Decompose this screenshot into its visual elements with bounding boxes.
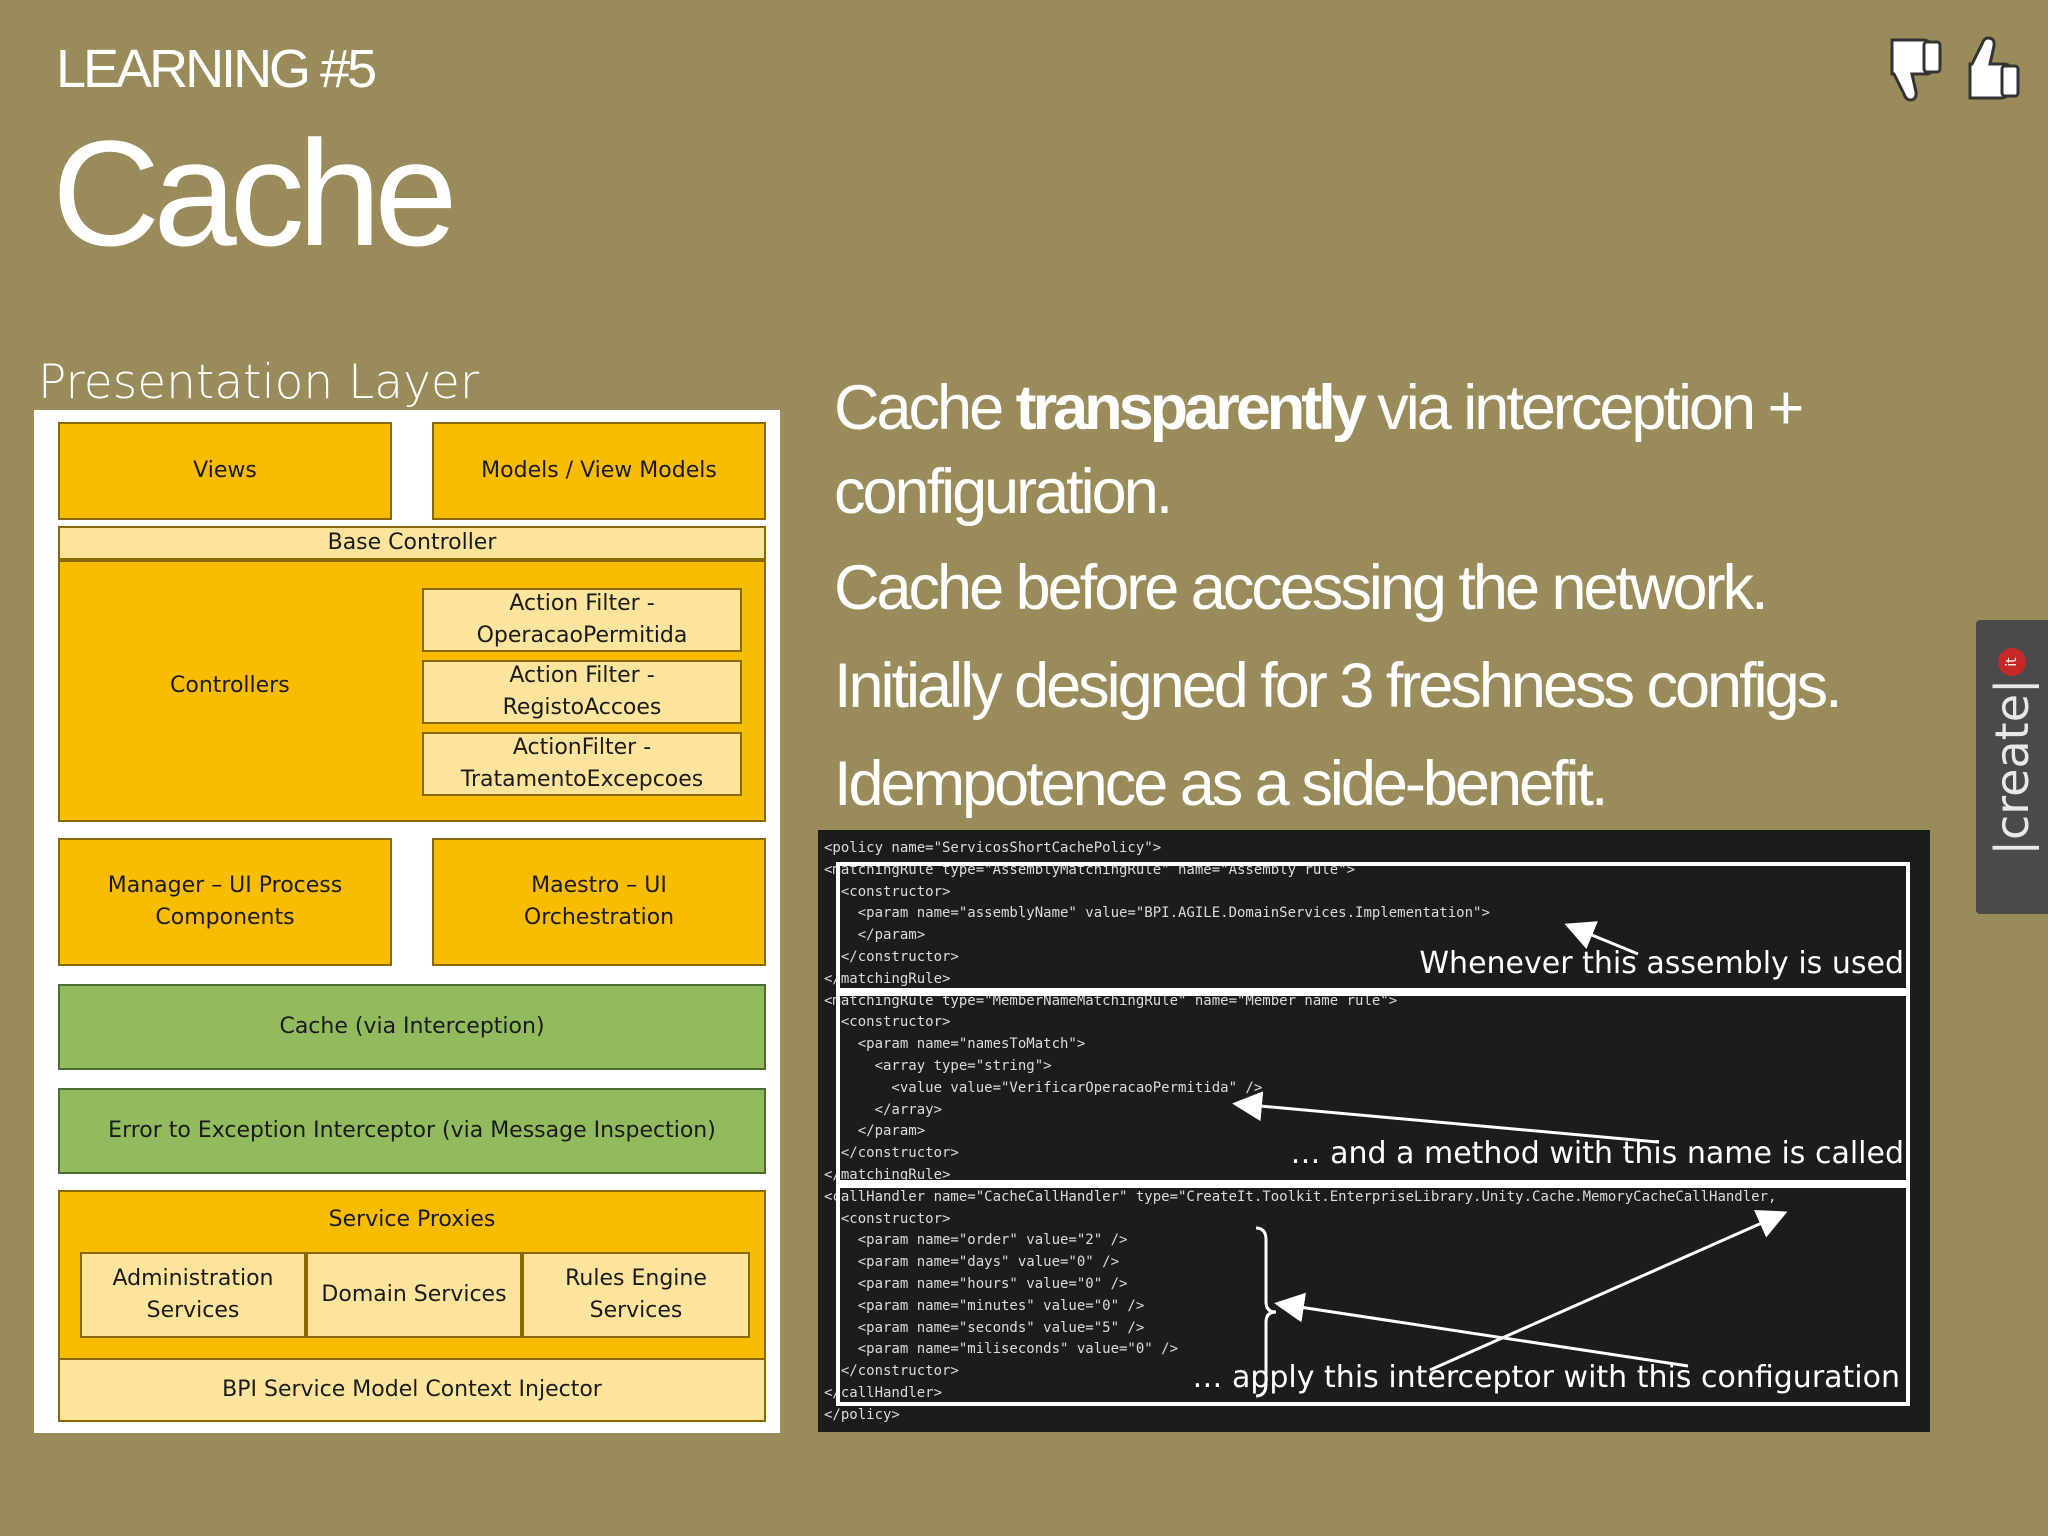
code-line: </param> bbox=[824, 1123, 926, 1140]
bullet-4: Idempotence as a side-benefit. bbox=[834, 749, 1609, 819]
code-line: </callHandler> bbox=[824, 1385, 943, 1401]
context-injector-box: BPI Service Model Context Injector bbox=[58, 1358, 766, 1422]
code-line: <constructor> bbox=[824, 1210, 951, 1227]
admin-line: Administration bbox=[112, 1266, 274, 1292]
code-line: </constructor> bbox=[824, 949, 959, 965]
error-interceptor-box: Error to Exception Interceptor (via Mess… bbox=[58, 1088, 766, 1174]
views-box: Views bbox=[58, 422, 392, 520]
models-box: Models / View Models bbox=[432, 422, 766, 520]
code-line: </matchingRule> bbox=[824, 1167, 951, 1183]
arrow-handler bbox=[1429, 1210, 1788, 1372]
create-it-side-tab[interactable]: it |create| bbox=[1976, 620, 2048, 914]
filter-line: OperacaoPermitida bbox=[476, 623, 688, 648]
code-line: <param name="days" value="0" /> bbox=[824, 1254, 1120, 1271]
filter-line: Action Filter - bbox=[509, 591, 655, 617]
code-line: </policy> bbox=[824, 1406, 900, 1423]
maestro-line: Maestro – UI bbox=[531, 873, 667, 899]
base-controller-box: Base Controller bbox=[58, 526, 766, 560]
code-line: </constructor> bbox=[824, 1363, 959, 1380]
rules-line: Services bbox=[589, 1298, 683, 1323]
presentation-layer-label: Presentation Layer bbox=[38, 355, 480, 410]
thumbs-up-icon[interactable] bbox=[1962, 30, 2024, 108]
side-tab-text: |create| bbox=[1985, 678, 2039, 856]
filter-line: RegistoAccoes bbox=[502, 695, 662, 720]
code-line: <param name="namesToMatch"> bbox=[824, 1036, 1086, 1053]
rules-line: Rules Engine bbox=[565, 1266, 707, 1292]
member-rule-frame bbox=[836, 992, 1910, 1184]
code-line: <param name="hours" value="0" /> bbox=[824, 1276, 1128, 1292]
code-line: <param name="assemblyName" value="BPI.AG… bbox=[824, 905, 1490, 922]
code-line: <param name="order" value="2" /> bbox=[824, 1232, 1128, 1249]
thumbs-down-icon[interactable] bbox=[1884, 30, 1946, 108]
maestro-line: Orchestration bbox=[523, 905, 675, 930]
filter-line: ActionFilter - bbox=[512, 735, 652, 761]
manager-box: Manager – UI Process Components bbox=[58, 838, 392, 966]
code-line: <param name="minutes" value="0" /> bbox=[824, 1297, 1145, 1314]
bullet-2: Cache before accessing the network. bbox=[834, 553, 1769, 623]
bullet-1: Cache transparently via interception + bbox=[834, 372, 1804, 444]
bullet-emphasis: transparently bbox=[1015, 373, 1367, 443]
controllers-label: Controllers bbox=[170, 673, 290, 698]
code-line: <callHandler name="CacheCallHandler" typ… bbox=[824, 1188, 1777, 1205]
code-line: <constructor> bbox=[824, 1014, 951, 1031]
annotation-arrows bbox=[1232, 921, 1788, 1398]
manager-line: Components bbox=[155, 905, 295, 930]
bullet-1-continued: configuration. bbox=[834, 457, 1173, 527]
arrow-method bbox=[1232, 1091, 1659, 1144]
call-handler-frame bbox=[836, 1184, 1910, 1406]
arrow-assembly bbox=[1564, 921, 1639, 956]
code-line: <policy name="ServicosShortCachePolicy"> bbox=[824, 840, 1162, 856]
filter-box-3: ActionFilter - TratamentoExcepcoes bbox=[422, 732, 742, 796]
assembly-rule-frame bbox=[836, 862, 1910, 992]
filter-line: Action Filter - bbox=[509, 663, 655, 689]
annotation-interceptor: … apply this interceptor with this confi… bbox=[1192, 1360, 1900, 1395]
cache-box: Cache (via Interception) bbox=[58, 984, 766, 1070]
config-code-panel: <policy name="ServicosShortCachePolicy">… bbox=[818, 830, 1930, 1432]
code-line: </array> bbox=[824, 1101, 943, 1118]
slide-kicker: LEARNING #5 bbox=[56, 39, 377, 99]
bullet-text: via interception + bbox=[1362, 373, 1804, 443]
code-line: <array type="string"> bbox=[824, 1058, 1052, 1074]
bullet-text: Cache bbox=[834, 373, 1016, 443]
admin-line: Services bbox=[146, 1298, 240, 1323]
filter-box-2: Action Filter - RegistoAccoes bbox=[422, 660, 742, 724]
filter-line: TratamentoExcepcoes bbox=[460, 767, 704, 792]
code-line: </constructor> bbox=[824, 1145, 959, 1162]
slide-title: Cache bbox=[52, 109, 458, 277]
code-line: <param name="miliseconds" value="0" /> bbox=[824, 1341, 1179, 1358]
service-proxies-label: Service Proxies bbox=[328, 1207, 496, 1232]
domain-services-box: Domain Services bbox=[306, 1252, 522, 1338]
code-line: </param> bbox=[824, 927, 926, 944]
annotation-assembly: Whenever this assembly is used bbox=[1419, 946, 1904, 981]
rules-engine-box: Rules Engine Services bbox=[522, 1252, 750, 1338]
maestro-box: Maestro – UI Orchestration bbox=[432, 838, 766, 966]
brace-params bbox=[1255, 1226, 1277, 1398]
code-line: <constructor> bbox=[824, 883, 951, 900]
code-line: <value value="VerificarOperacaoPermitida… bbox=[824, 1079, 1263, 1096]
bullet-3: Initially designed for 3 freshness confi… bbox=[834, 651, 1843, 721]
code-line: <param name="seconds" value="5" /> bbox=[824, 1319, 1145, 1336]
code-line: <matchingRule type="MemberNameMatchingRu… bbox=[824, 992, 1398, 1009]
createit-logo-badge: it bbox=[1998, 648, 2026, 676]
admin-services-box: Administration Services bbox=[80, 1252, 306, 1338]
code-line: </matchingRule> bbox=[824, 970, 951, 987]
annotation-method: … and a method with this name is called bbox=[1290, 1136, 1904, 1171]
arrow-params bbox=[1274, 1292, 1689, 1368]
architecture-diagram: Views Models / View Models Base Controll… bbox=[34, 410, 780, 1433]
manager-line: Manager – UI Process bbox=[107, 873, 343, 899]
filter-box-1: Action Filter - OperacaoPermitida bbox=[422, 588, 742, 652]
